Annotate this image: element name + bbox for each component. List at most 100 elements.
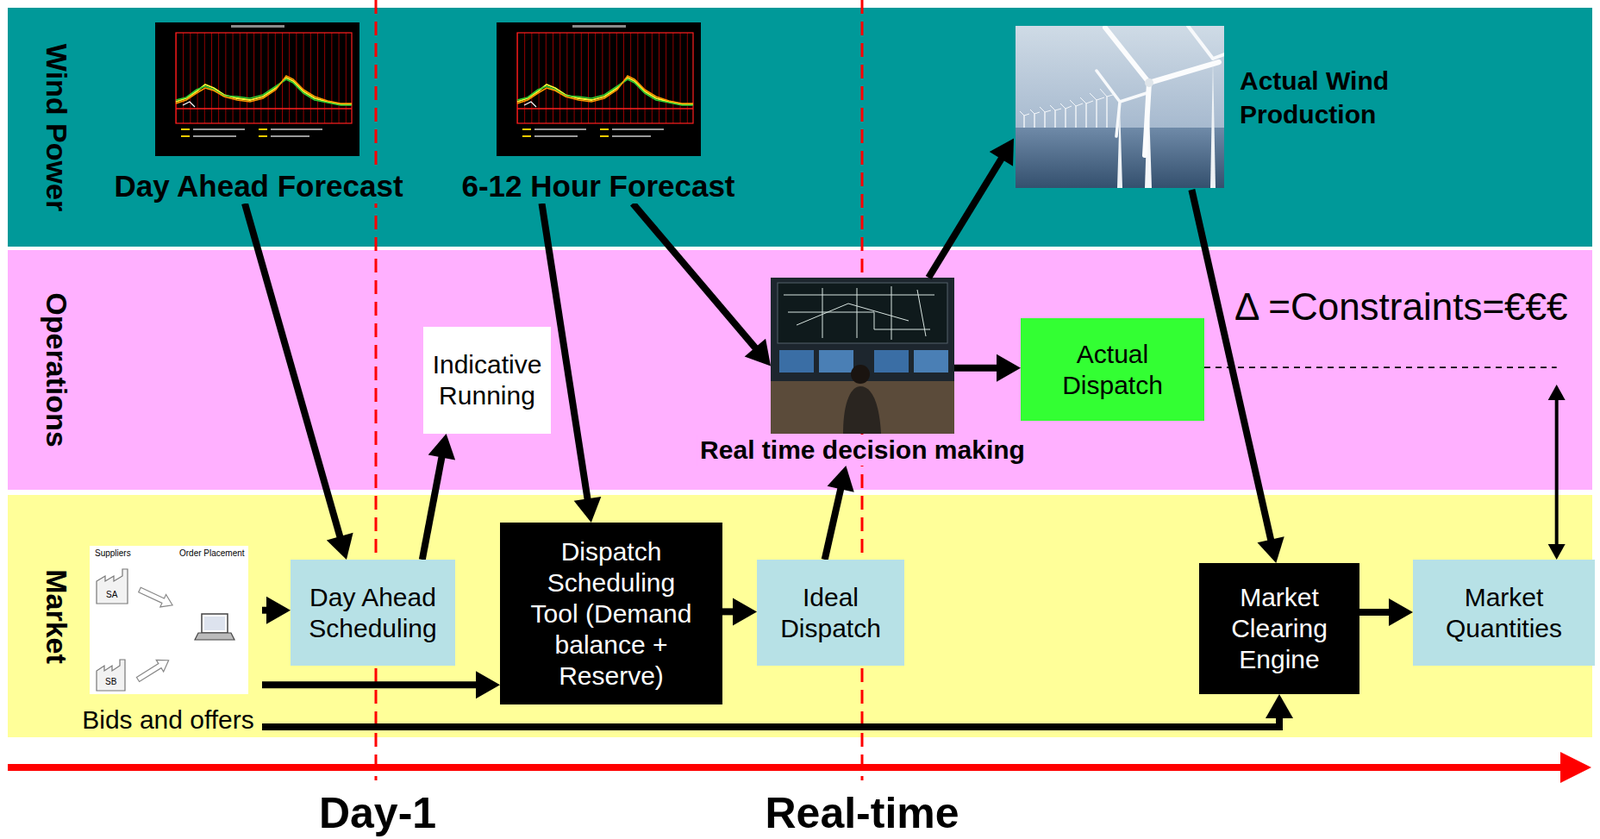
node-label: Market Quantities — [1421, 581, 1587, 644]
wind-production-panel: Actual Wind Production — [1013, 24, 1428, 190]
connector-line — [632, 203, 757, 350]
photo-sky — [1015, 25, 1225, 188]
monitor — [779, 350, 814, 373]
turbine-tower — [1210, 60, 1216, 188]
arrowhead — [1388, 598, 1413, 626]
distant-turbines — [1024, 96, 1107, 128]
illustration-label: Suppliers — [94, 549, 132, 558]
tool-box: Market Clearing Engine — [1199, 562, 1360, 694]
bids-illustration — [89, 545, 249, 694]
illustration-label: SA — [106, 590, 118, 600]
connector-line — [262, 715, 1280, 727]
monitor — [913, 350, 949, 373]
connector-line — [262, 606, 269, 614]
connector-line — [244, 203, 341, 539]
swimlane-band: MarketBids and offers Day Ahead Schedulin… — [7, 494, 1593, 738]
forecast-chart — [496, 22, 701, 157]
arrowhead — [732, 597, 757, 625]
connector-arrow — [262, 693, 1294, 727]
network-map — [783, 286, 935, 340]
laptop-icon — [194, 613, 235, 640]
tool-box: Dispatch Scheduling Tool (Demand balance… — [500, 522, 723, 705]
illustration-label: Order Placement — [179, 549, 245, 558]
connector-arrow — [954, 354, 1021, 382]
connector-line — [954, 364, 1000, 372]
connector-line — [825, 486, 842, 560]
forecast-chart — [155, 22, 360, 157]
node-label: Market — [39, 568, 74, 664]
node-label: Wind Power — [39, 43, 74, 211]
node-label: Market Clearing Engine — [1207, 581, 1351, 675]
monitor — [818, 350, 854, 373]
monitor — [874, 350, 909, 373]
forecast-panel: 6-12 Hour Forecast — [441, 20, 756, 204]
node-label: 6-12 Hour Forecast — [456, 168, 740, 204]
process-box: Indicative Running — [423, 326, 551, 434]
connector-line — [1555, 397, 1559, 547]
band-ground — [7, 250, 1593, 490]
laptop-screen — [201, 613, 228, 633]
connector-dashed-line — [1204, 366, 1557, 369]
illustration-ground — [89, 545, 249, 694]
node-label: Actual Dispatch — [1031, 338, 1194, 401]
connector-arrow — [262, 670, 500, 699]
connector-arrow — [825, 465, 855, 560]
node-label: Indicative Running — [428, 349, 546, 412]
laptop-base — [194, 632, 235, 640]
connector-arrow — [632, 203, 771, 366]
timeline-arrow — [7, 763, 1564, 771]
wind-farm-photo — [1015, 25, 1225, 188]
connector-arrow — [928, 137, 1014, 278]
connector-arrow — [422, 433, 456, 560]
node-label: Real time decision making — [696, 434, 1029, 466]
connector-line — [422, 455, 443, 560]
arrowhead — [996, 354, 1021, 382]
connector-arrow — [1191, 189, 1284, 563]
time-label: Day-1 — [318, 791, 437, 835]
bids-panel: Bids and offers — [74, 543, 263, 735]
control-room-panel: Real time decision making — [770, 277, 955, 466]
process-box: Day Ahead Scheduling — [290, 559, 456, 666]
wall-screen — [777, 282, 948, 344]
forecast-panel: Day Ahead Forecast — [101, 20, 416, 204]
factory-icon — [96, 659, 125, 691]
time-label: Real-time — [764, 791, 959, 835]
order-arrow — [134, 654, 173, 686]
desk — [770, 381, 955, 434]
photo-ground — [770, 277, 955, 434]
distant-blades — [1019, 88, 1116, 116]
turbine-blades — [1187, 25, 1225, 59]
connector-line — [928, 156, 1003, 278]
turbine-blades — [1096, 70, 1147, 137]
connector-line — [722, 607, 736, 615]
node-label: Dispatch Scheduling Tool (Demand balance… — [525, 536, 698, 692]
laptop-display — [204, 616, 225, 631]
connector-line — [1359, 608, 1392, 616]
timeline-arrowhead — [1560, 751, 1592, 783]
process-box: Market Quantities — [1412, 559, 1595, 666]
swimlane-band: Wind PowerDay Ahead Forecast 6-12 Hour Fo… — [7, 7, 1593, 247]
operator-body — [843, 386, 882, 434]
node-label: Day Ahead Scheduling — [299, 581, 447, 644]
arrowhead — [475, 670, 500, 699]
process-box: Actual Dispatch — [1020, 318, 1205, 421]
node-label: Day Ahead Forecast — [108, 168, 408, 204]
connector-arrow — [262, 596, 291, 625]
operator-head — [850, 364, 870, 384]
connector-line — [262, 681, 479, 688]
node-label: Operations — [39, 292, 74, 447]
order-arrow — [137, 583, 176, 612]
illustration-label: SB — [105, 677, 117, 687]
turbine-hub — [1144, 78, 1154, 88]
node-label: Ideal Dispatch — [765, 581, 896, 644]
connector-arrow — [244, 203, 354, 560]
connector-arrow — [1204, 367, 1566, 560]
arrowhead — [1265, 693, 1294, 719]
node-label: Actual Wind Production — [1239, 63, 1421, 132]
arrowhead — [266, 596, 291, 625]
factory-icon — [96, 568, 128, 604]
process-box: Ideal Dispatch — [756, 559, 905, 666]
constraint-note: Δ =Constraints=€€€ — [1234, 285, 1569, 329]
